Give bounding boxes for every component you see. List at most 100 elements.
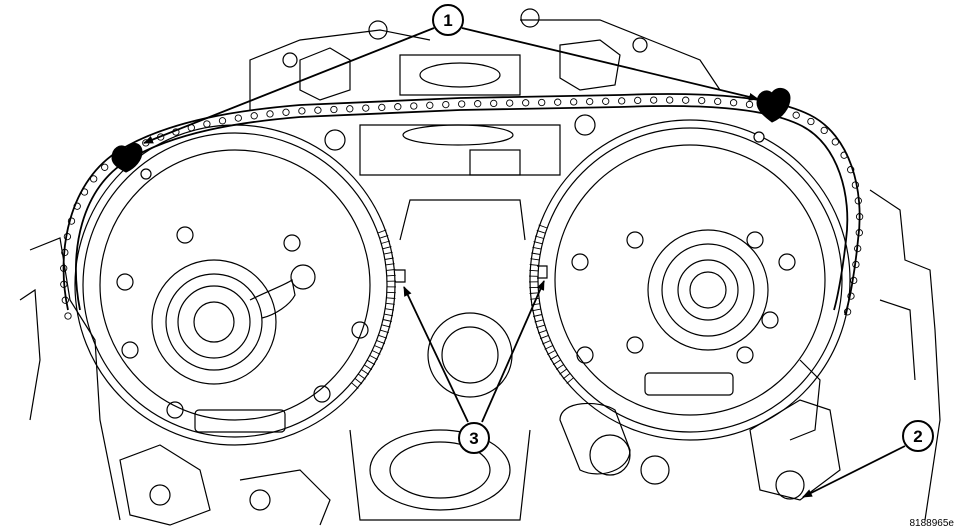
sprocket-tooth (531, 252, 541, 255)
sprocket-tooth (372, 350, 381, 355)
sprocket-tooth (381, 240, 391, 244)
sprocket-tooth (533, 314, 543, 317)
sprocket-tooth (376, 339, 386, 345)
figure-id: 8188965e (909, 518, 955, 529)
sprocket-tooth (361, 369, 370, 375)
chain-link (506, 99, 514, 107)
chain-link (570, 98, 578, 106)
sprocket-tooth (534, 319, 544, 323)
callout-1-label: 1 (443, 11, 452, 30)
chain-link (394, 103, 402, 111)
chain-link (854, 197, 862, 205)
chain-link (442, 100, 450, 109)
chain-link (346, 105, 354, 113)
chain-link (203, 120, 211, 128)
sprocket-tooth (536, 229, 546, 234)
chain-link (698, 96, 706, 105)
callout-3: 3 (403, 280, 545, 454)
chain-link (61, 296, 69, 304)
chain-link (250, 112, 258, 120)
sprocket-tooth (384, 313, 394, 317)
left-cam-sprocket (74, 124, 406, 446)
sprocket-tooth (386, 274, 396, 277)
chain-link (60, 264, 68, 272)
chain-link (474, 100, 482, 108)
right-cam-sprocket (528, 119, 851, 441)
sprocket-tooth (377, 229, 387, 234)
sprocket-tooth (538, 224, 548, 229)
sprocket-tooth (534, 235, 544, 239)
chain-link (807, 117, 815, 126)
chain-link (847, 292, 855, 300)
sprocket-tooth (351, 382, 359, 389)
sprocket-tooth (381, 324, 391, 328)
sprocket-tooth (539, 334, 549, 340)
sprocket-tooth (542, 340, 551, 345)
sprocket-tooth (366, 359, 376, 366)
chain-link (602, 97, 610, 105)
sprocket-tooth (533, 241, 543, 245)
chain-link (852, 260, 860, 269)
sprocket-tooth (529, 269, 539, 272)
callout-2: 2 (802, 420, 934, 498)
sprocket-tooth (385, 302, 395, 305)
chain-link (330, 105, 338, 114)
callout-3-label: 3 (469, 429, 478, 448)
chain-link (855, 213, 864, 221)
chain-link (63, 232, 72, 241)
chain-link (282, 108, 290, 116)
chain-link (840, 151, 848, 159)
sprocket-tooth (536, 324, 545, 329)
chain-link (792, 111, 800, 119)
chain-link (64, 312, 72, 320)
chain-link (60, 280, 68, 288)
chain-link (650, 96, 658, 104)
sprocket-tooth (552, 359, 561, 366)
engine-block-outline (19, 8, 941, 521)
chain-link (729, 99, 738, 107)
chain-link (831, 138, 839, 146)
sprocket-tooth (364, 364, 373, 371)
sprocket-tooth (562, 373, 571, 380)
chain-link (586, 97, 594, 106)
sprocket-tooth (530, 303, 540, 306)
chain-link (458, 100, 466, 108)
sprocket-tooth (384, 257, 394, 260)
chain-link (378, 103, 386, 112)
chain-link (80, 188, 89, 196)
chain-link (314, 106, 322, 114)
sprocket-tooth (380, 329, 389, 334)
sprocket-tooth (544, 345, 553, 350)
chain-link (61, 248, 69, 257)
chain-link (820, 126, 828, 135)
chain-link (854, 244, 862, 253)
chain-link (490, 99, 498, 108)
sprocket-tooth (385, 308, 395, 311)
sprocket-tooth (529, 292, 539, 294)
sprocket-tooth (530, 258, 540, 261)
sprocket-tooth (537, 329, 547, 334)
right-sprocket-teeth (528, 224, 574, 384)
chain-link (554, 98, 562, 106)
sprocket-tooth (559, 368, 568, 375)
sprocket-tooth (547, 350, 556, 355)
sprocket-tooth (378, 334, 388, 339)
sprocket-tooth (549, 354, 559, 361)
sprocket-tooth (354, 378, 363, 385)
sprocket-tooth (385, 263, 395, 266)
chain-link (362, 104, 370, 112)
chain-link (90, 175, 98, 183)
chain-link (538, 98, 546, 107)
sprocket-tooth (369, 355, 378, 360)
chain-link (298, 107, 306, 115)
sprocket-tooth (530, 297, 540, 300)
sprocket-tooth (383, 251, 393, 255)
callout-2-label: 2 (913, 427, 922, 446)
sprocket-tooth (382, 319, 392, 322)
chain-link (218, 117, 227, 125)
chain-link (101, 163, 109, 171)
chain-link (855, 229, 863, 237)
sprocket-tooth (529, 264, 539, 266)
sprocket-tooth (374, 345, 383, 350)
